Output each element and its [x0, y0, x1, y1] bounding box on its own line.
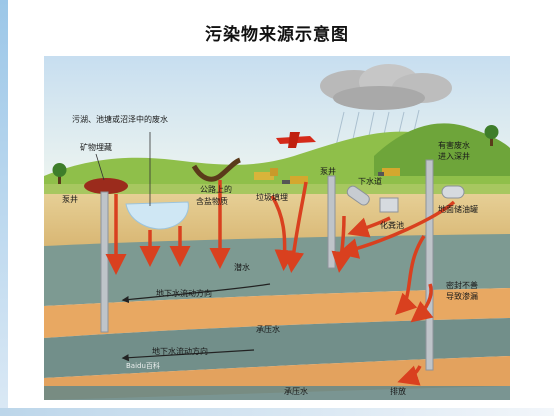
watermark: Baidu百科 [126, 361, 160, 370]
tree-right [484, 125, 499, 146]
loader-icon [378, 168, 400, 176]
sewer-pipe [346, 185, 370, 206]
road-runoff-pipe [191, 157, 242, 182]
label-leak-1: 密封不善 [446, 280, 478, 290]
ground-surface [44, 184, 510, 194]
bedrock [44, 386, 510, 400]
truck-icon [254, 168, 278, 180]
label-road-salt-2: 含盐物质 [196, 196, 228, 206]
label-oil-tank: 地面储油罐 [438, 204, 478, 214]
deep-well-pipe [425, 159, 434, 371]
label-flow-dir-1: 地下水流动方向 [156, 288, 212, 298]
label-lake-waste: 污湖、池塘或沼泽中的废水 [72, 114, 168, 124]
pollution-source-diagram: 污湖、池塘或沼泽中的废水 矿物埋藏 泵井 公路上的 含盐物质 垃圾填埋 泵井 下… [44, 56, 510, 400]
bulldozer-icon [282, 176, 308, 184]
confined-aquifer [44, 318, 510, 378]
dark-hill [374, 123, 510, 176]
pump-well-pipe [327, 175, 336, 269]
tree-left [52, 163, 67, 184]
left-accent-bar [0, 0, 8, 416]
well-left-pipe [100, 191, 109, 333]
label-confined-water-bottom: 承压水 [284, 386, 308, 396]
label-phreatic-water: 潜水 [234, 262, 250, 272]
sand-layer-1 [44, 288, 510, 338]
label-harmful-2: 进入深井 [438, 151, 470, 161]
bottom-accent-bar [0, 408, 554, 416]
groundwater-flow-arrow-1 [121, 283, 271, 304]
label-road-salt-1: 公路上的 [200, 184, 232, 194]
groundwater-flow-arrow-2 [121, 349, 255, 362]
mine-burial-mound [84, 178, 128, 194]
label-leak-2: 导致渗漏 [446, 291, 478, 301]
page-title: 污染物来源示意图 [205, 25, 349, 45]
oil-tank [441, 185, 465, 199]
label-pump-well: 泵井 [320, 166, 336, 176]
pond [125, 201, 189, 230]
septic-tank [379, 197, 399, 213]
airplane-icon [276, 132, 316, 148]
label-confined-water: 承压水 [256, 324, 280, 334]
label-mine-burial: 矿物埋藏 [80, 142, 112, 152]
pollution-arrows [105, 180, 456, 386]
label-flow-dir-2: 地下水流动方向 [152, 346, 208, 356]
label-septic-tank: 化粪池 [380, 220, 404, 230]
label-well-left: 泵井 [62, 194, 78, 204]
label-sewer: 下水道 [358, 176, 382, 186]
label-landfill: 垃圾填埋 [256, 192, 288, 202]
label-discharge: 排放 [390, 386, 406, 396]
label-harmful-1: 有害废水 [438, 140, 470, 150]
leader-lines [95, 132, 151, 206]
